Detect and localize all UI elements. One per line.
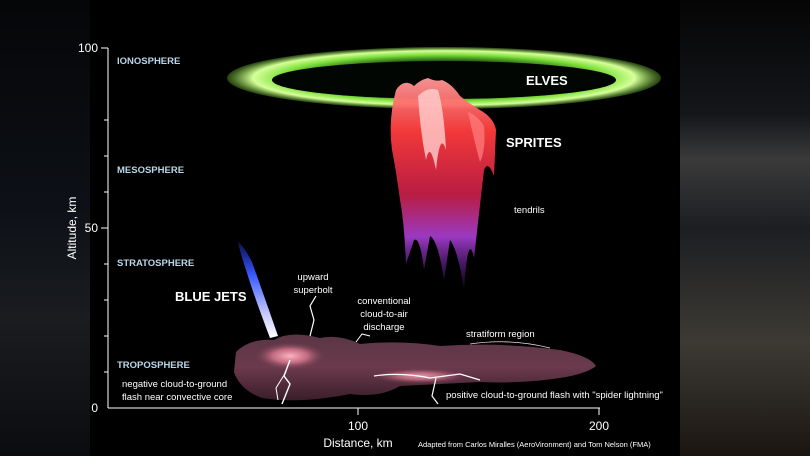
label-upward-superbolt-line2: superbolt — [293, 285, 332, 296]
label-cloud-to-air-line3: discharge — [363, 322, 404, 333]
label-sprites: SPRITES — [506, 135, 562, 150]
layer-label-stratosphere: STRATOSPHERE — [117, 258, 194, 269]
x-tick-100-label: 100 — [348, 419, 368, 433]
label-cloud-to-air-line2: cloud-to-air — [360, 309, 408, 320]
sprites-shape — [390, 78, 496, 290]
credit-text: Adapted from Carlos Miralles (AeroVironm… — [418, 440, 651, 449]
y-tick-50-label: 50 — [85, 221, 99, 235]
label-stratiform-region: stratiform region — [466, 329, 535, 340]
layer-label-mesosphere: MESOSPHERE — [117, 165, 184, 176]
earth-photo-right — [680, 0, 810, 456]
storm-cloud — [234, 295, 596, 405]
x-tick-200-label: 200 — [589, 419, 609, 433]
blue-jet-shape — [238, 242, 278, 338]
label-negative-flash-line2: flash near convective core — [122, 392, 232, 403]
layer-label-troposphere: TROPOSPHERE — [117, 360, 190, 371]
label-tendrils: tendrils — [514, 205, 545, 216]
label-positive-flash: positive cloud-to-ground flash with "spi… — [446, 390, 663, 401]
label-negative-flash-line1: negative cloud-to-ground — [122, 379, 227, 390]
earth-photo-left — [0, 0, 90, 456]
elves-ring-inner — [272, 61, 616, 99]
layer-label-ionosphere: IONOSPHERE — [117, 56, 180, 67]
label-cloud-to-air-line1: conventional — [357, 296, 410, 307]
x-axis-title: Distance, km — [323, 436, 392, 450]
y-axis-title: Altitude, km — [65, 197, 79, 260]
label-upward-superbolt-line1: upward — [297, 272, 328, 283]
label-elves: ELVES — [526, 73, 568, 88]
y-tick-100-label: 100 — [78, 41, 98, 55]
label-blue-jets: BLUE JETS — [175, 289, 247, 304]
y-tick-0-label: 0 — [91, 401, 98, 415]
